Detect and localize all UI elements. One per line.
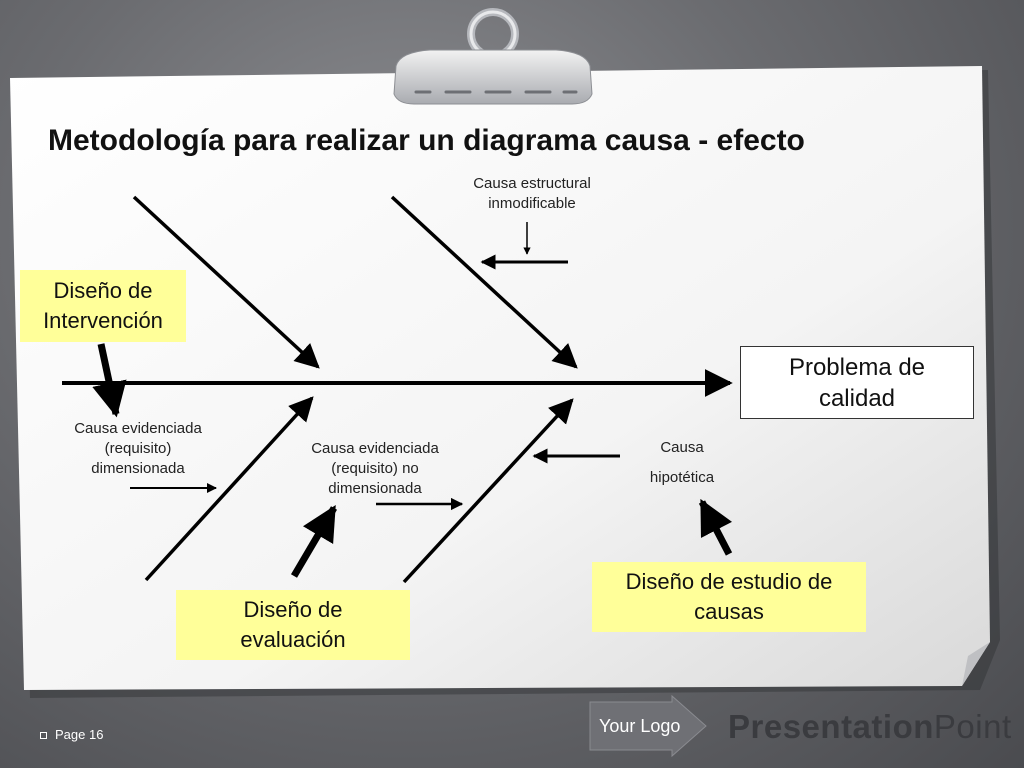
box-problema-calidad: Problema de calidad [740,346,974,419]
box-diseno-evaluacion: Diseño de evaluación [176,590,410,660]
paper-sheet [10,66,990,690]
clip-icon [393,8,593,105]
bone-lower-1 [144,396,314,582]
bone-upper-1 [132,195,320,369]
box-diseno-estudio-causas: Diseño de estudio de causas [592,562,866,632]
bullet-icon [40,732,47,740]
page-title: Metodología para realizar un diagrama ca… [48,124,805,157]
label-causa-dimensionada: Causa evidenciada (requisito) dimensiona… [74,420,202,477]
brand-logo: PresentationPoint [728,708,1012,745]
bone-lower-2 [402,398,574,584]
your-logo-text: Your Logo [599,716,681,736]
paper-curl [962,642,990,686]
box-diseno-intervencion: Diseño de Intervención [20,270,186,342]
label-causa-no-dimensionada: Causa evidenciada (requisito) no dimensi… [311,440,439,497]
label-causa-hipotetica: Causa hipotética [649,439,715,486]
label-causa-estructural: Causa estructural inmodificable [473,175,591,212]
pointer-intervencion [92,343,127,418]
logo-arrow-icon [589,694,707,758]
pointer-evaluacion [290,504,338,578]
page-number: Page 16 [40,727,103,742]
pointer-estudio [698,498,733,556]
bone-upper-2 [390,195,578,369]
